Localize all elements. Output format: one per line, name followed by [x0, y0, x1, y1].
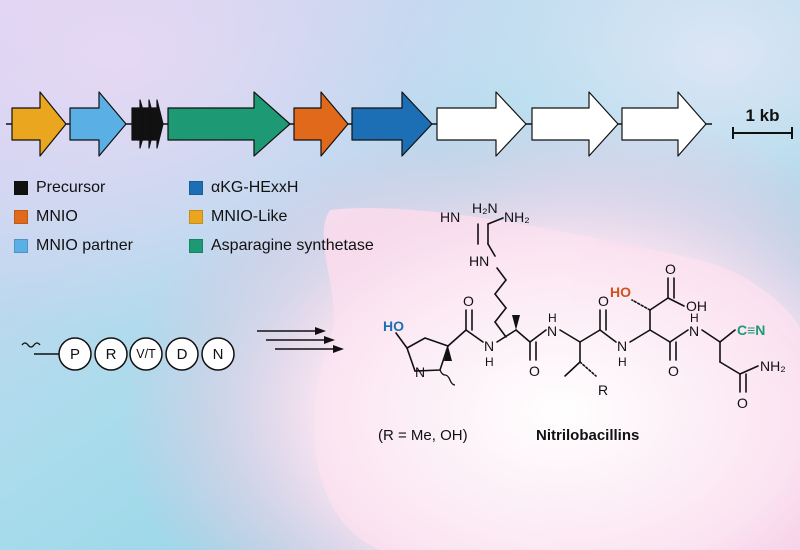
legend-item-mnio-partner: MNIO partner: [14, 236, 133, 256]
legend-swatch: [14, 239, 28, 253]
legend-label: Asparagine synthetase: [211, 237, 374, 254]
legend-swatch: [14, 210, 28, 224]
legend-label: Precursor: [36, 179, 106, 196]
multistep-arrows: [257, 327, 344, 353]
atom-carbonyl-o-2: O: [529, 363, 540, 379]
structure-bonds: [395, 217, 759, 393]
gene-mnio-partner: [69, 91, 127, 157]
r-group-definition: (R = Me, OH): [378, 427, 468, 444]
atom-amide-h-3: H: [618, 355, 627, 369]
atom-hydroxyl-asp: HO: [610, 284, 631, 300]
wavy-bond: [21, 342, 41, 348]
atom-carbonyl-o-4: O: [668, 363, 679, 379]
residue-label: D: [177, 346, 188, 363]
atom-amide-nh2-terminal: NH₂: [760, 358, 786, 374]
atom-carbonyl-o-5: O: [737, 395, 748, 411]
residue-circle: [129, 337, 163, 371]
precursor-peptide: P R V/T D N: [21, 337, 235, 371]
gene-mnio-like: [11, 91, 67, 157]
legend-item-mnio-like: MNIO-Like: [189, 207, 287, 227]
gene-akg-hexxh: [351, 91, 433, 157]
atom-hydroxyl-proline: HO: [383, 318, 404, 334]
atom-amide-n-3: N: [617, 338, 627, 354]
residue-label: R: [106, 346, 117, 363]
residue-label: P: [70, 346, 80, 363]
wavy-bond: [439, 369, 456, 386]
atom-guanidine-nh: HN: [469, 253, 489, 269]
compound-name: Nitrilobacillins: [536, 427, 639, 444]
legend-swatch: [189, 239, 203, 253]
atom-amide-n-4: N: [689, 323, 699, 339]
residue-label: V/T: [136, 347, 156, 361]
legend-swatch: [14, 181, 28, 195]
scale-bar-label: 1 kb: [745, 106, 779, 125]
legend-item-mnio: MNIO: [14, 207, 78, 227]
gene-mnio: [293, 91, 349, 157]
atom-acid-o: O: [665, 261, 676, 277]
atom-guanidine-nh-top: HN: [440, 209, 460, 225]
gene-precursor-3: [150, 99, 164, 149]
gene-unassigned-1: [436, 91, 527, 157]
atom-carbonyl-o-1: O: [463, 293, 474, 309]
atom-carbonyl-o-3: O: [598, 293, 609, 309]
gene-unassigned-3: [621, 91, 707, 157]
atom-r-group: R: [598, 382, 608, 398]
legend-item-asparagine-synthetase: Asparagine synthetase: [189, 236, 374, 256]
atom-guanidine-nh2: NH₂: [504, 209, 530, 225]
gene-unassigned-2: [531, 91, 619, 157]
stereo-wedges: [444, 315, 520, 361]
atom-guanidine-nh2-left: H₂N: [472, 200, 498, 216]
legend-label: MNIO partner: [36, 237, 133, 254]
residue-label: N: [213, 346, 224, 363]
atom-amide-n-1: N: [484, 338, 494, 354]
atom-amide-h-2: H: [548, 311, 557, 325]
atom-nitrile: C≡N: [737, 322, 765, 338]
legend-swatch: [189, 210, 203, 224]
legend-label: MNIO-Like: [211, 208, 288, 225]
atom-amide-h-1: H: [485, 355, 494, 369]
scale-bar: 1 kb: [732, 106, 793, 139]
residue-circle: [201, 337, 235, 371]
legend-label: MNIO: [36, 208, 78, 225]
atom-amide-n-2: N: [547, 323, 557, 339]
legend-item-precursor: Precursor: [14, 178, 105, 198]
residue-circle: [58, 337, 92, 371]
legend-item-akg-hexxh: αKG-HExxH: [189, 178, 298, 198]
atom-amide-h-4: H: [690, 311, 699, 325]
atom-acid-oh: OH: [686, 298, 707, 314]
atom-labels: HN H₂N NH₂ HN HO N O N H O N H O R N H H…: [383, 200, 786, 411]
gene-asparagine-synthetase: [167, 91, 291, 157]
legend-swatch: [189, 181, 203, 195]
residue-circle: [94, 337, 128, 371]
residue-circle: [165, 337, 199, 371]
atom-pyrrolidine-n: N: [415, 364, 425, 380]
gene-cluster: 1 kb: [6, 91, 793, 157]
legend-label: αKG-HExxH: [211, 179, 299, 196]
